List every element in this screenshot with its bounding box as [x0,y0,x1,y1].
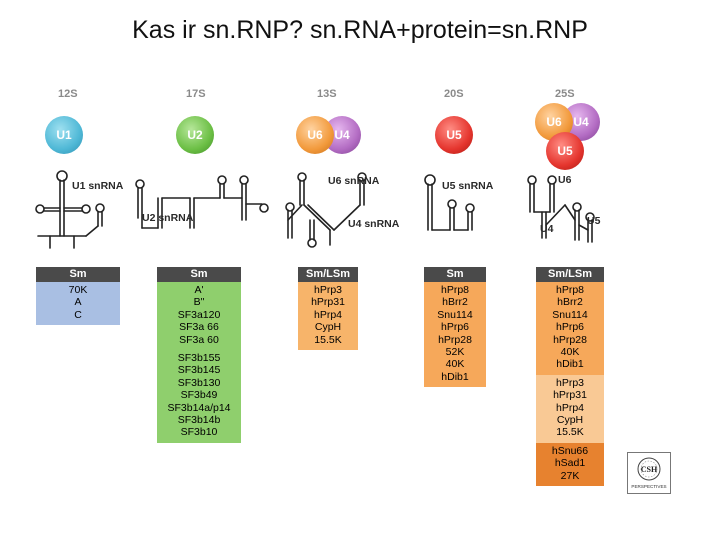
u1-particle: U1 [45,116,83,154]
protein-item: hPrp6 [555,321,585,334]
protein-item: CypH [314,321,342,334]
protein-item: C [74,308,82,321]
sval-u2: 17S [186,88,206,100]
protein-item: 15.5K [314,333,342,346]
protein-item: hBrr2 [557,296,583,309]
u5-column-header: Sm [424,267,486,282]
protein-item: hPrp3 [313,284,343,296]
snrnp-figure: 12S 17S 13S 20S 25S U1 U2 U4 U6 U5 U4 U6… [30,80,680,500]
protein-item: hPrp4 [313,308,343,321]
sval-u46: 13S [317,88,337,100]
protein-item: SF3b130 [177,376,221,389]
protein-item: hPrp31 [311,296,345,309]
protein-item: 52K [445,346,465,359]
sval-u1: 12S [58,88,78,100]
u1-column-header: Sm [36,267,120,282]
tri-column-header: Sm/LSm [536,267,604,282]
protein-item: 27K [560,469,580,482]
sval-tri: 25S [555,88,575,100]
u2-protein-column: Sm A' B" SF3a120 SF3a 66 SF3a 60 SF3b155… [157,267,241,443]
protein-item: SF3b49 [180,389,218,402]
u1-snrna-label: U1 snRNA [72,180,124,192]
u1-protein-list: 70K A C [36,282,120,326]
tri-u6-label: U6 [558,174,572,186]
protein-item: SF3b145 [177,364,221,377]
u2-protein-list: A' B" SF3a120 SF3a 66 SF3a 60 SF3b155 SF… [157,282,241,443]
protein-item: A [74,296,82,309]
u5-snrna-label: U5 snRNA [442,180,494,192]
u2-snrna-label: U2 snRNA [142,212,194,224]
logo-text-perspectives: PERSPECTIVES [631,484,666,489]
u4u6-protein-list: hPrp3 hPrp31 hPrp4 CypH 15.5K [298,282,358,351]
u4u6-column-header: Sm/LSm [298,267,358,282]
snrna-structures [35,170,595,249]
protein-item: hPrp28 [553,333,587,346]
u2-snrna-structure [135,175,269,229]
protein-item: hPrp4 [555,401,585,414]
u6-snrna-label: U6 snRNA [328,175,380,187]
protein-item: hSad1 [554,457,586,470]
u5-protein-column: Sm hPrp8 hBrr2 Snu114 hPrp6 hPrp28 52K 4… [424,267,486,388]
protein-item: Snu114 [437,308,473,321]
protein-item: 40K [445,358,465,371]
csh-perspectives-logo: CSH PERSPECTIVES [627,452,671,494]
protein-item: SF3a 60 [179,333,219,346]
u1-snrna-structure [35,170,105,249]
protein-item: hDib1 [441,370,469,383]
protein-item: hPrp3 [555,376,585,389]
protein-item: hSnu66 [551,444,589,457]
tri-u5-particle: U5 [546,132,584,170]
tri-snrnp-protein-column: Sm/LSm hPrp8 hBrr2 Snu114 hPrp6 hPrp28 4… [536,267,604,487]
u1-protein-column: Sm 70K A C [36,267,120,326]
protein-item: CypH [556,414,584,427]
protein-item: hPrp31 [553,389,587,402]
tri-u5-protein-list: hPrp8 hBrr2 Snu114 hPrp6 hPrp28 40K hDib… [536,282,604,375]
protein-item: B" [193,296,205,309]
protein-item: SF3a120 [177,308,221,321]
tri-specific-protein-list: hSnu66 hSad1 27K [536,442,604,487]
tri-snrnp-structure [527,175,595,243]
protein-item: SF3b14a/p14 [167,401,231,414]
tri-u4-label: U4 [540,223,554,235]
protein-item: SF3b14b [177,414,221,427]
protein-item: Snu114 [552,308,588,321]
sval-u5: 20S [444,88,464,100]
protein-item: hDib1 [556,358,584,371]
protein-item: hPrp6 [440,321,470,334]
u5-particle: U5 [435,116,473,154]
protein-item: 70K [68,284,88,296]
u6-particle: U6 [296,116,334,154]
u5-snrna-structure [424,174,475,231]
slide-title: Kas ir sn.RNP? sn.RNA+protein=sn.RNP [132,16,588,44]
protein-item: hBrr2 [442,296,468,309]
protein-item: A' [194,284,204,296]
protein-item: 15.5K [556,426,584,439]
u4-snrna-label: U4 snRNA [348,218,400,230]
u2-column-header: Sm [157,267,241,282]
tri-u4u6-protein-list: hPrp3 hPrp31 hPrp4 CypH 15.5K [536,374,604,443]
u2-particle: U2 [176,116,214,154]
protein-item: 40K [560,346,580,359]
protein-item: SF3a 66 [179,321,219,334]
protein-item: hPrp8 [440,284,470,296]
protein-item: SF3b10 [180,426,218,439]
protein-item: hPrp28 [438,333,472,346]
protein-item: SF3b155 [177,352,221,365]
protein-item: hPrp8 [555,284,585,296]
tri-u5-label: U5 [587,215,601,227]
u5-protein-list: hPrp8 hBrr2 Snu114 hPrp6 hPrp28 52K 40K … [424,282,486,388]
logo-text-csh: CSH [641,465,658,474]
u4u6-protein-column: Sm/LSm hPrp3 hPrp31 hPrp4 CypH 15.5K [298,267,358,351]
csh-logo-icon: CSH PERSPECTIVES [631,457,667,489]
u4u6-snrna-structure [285,172,367,248]
